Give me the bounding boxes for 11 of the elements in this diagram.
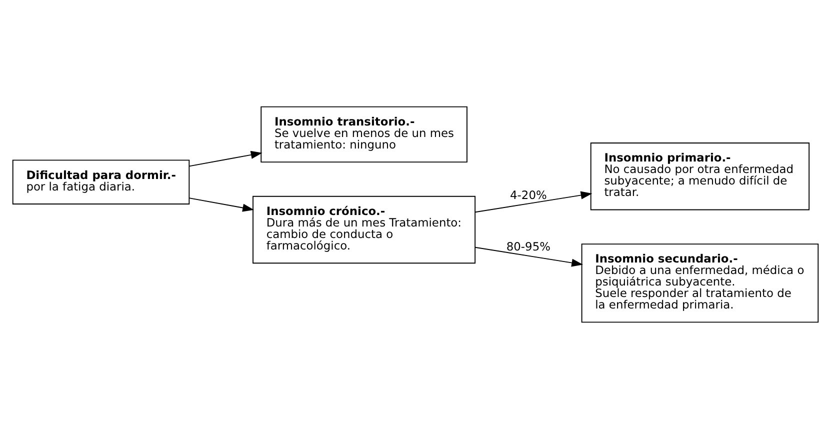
node-box: Insomnio crónico.- Dura más de un mes Tratamiento: cambio de conducta o farmacológico.: [252, 195, 476, 264]
arrow: [474, 190, 592, 212]
node-box: Insomnio secundario.- Debido a una enfermedad, médica o psiquiátrica subyacente. Suele responder al tratamiento de la enfermedad primaria.: [581, 243, 819, 322]
edge-label: 4-20%: [510, 187, 547, 202]
node-box: Dificultad para dormir.- por la fatiga diaria.: [12, 159, 190, 204]
edge-label: 80-95%: [506, 238, 550, 253]
arrow: [188, 150, 262, 166]
arrow: [474, 246, 584, 266]
node-box: Insomnio primario.- No causado por otra enfermedad subyacente; a menudo difícil de tratar.: [590, 142, 810, 210]
node-box: Insomnio transitorio.- Se vuelve en menos de un mes tratamiento: ninguno: [260, 106, 468, 162]
arrow: [188, 197, 254, 212]
